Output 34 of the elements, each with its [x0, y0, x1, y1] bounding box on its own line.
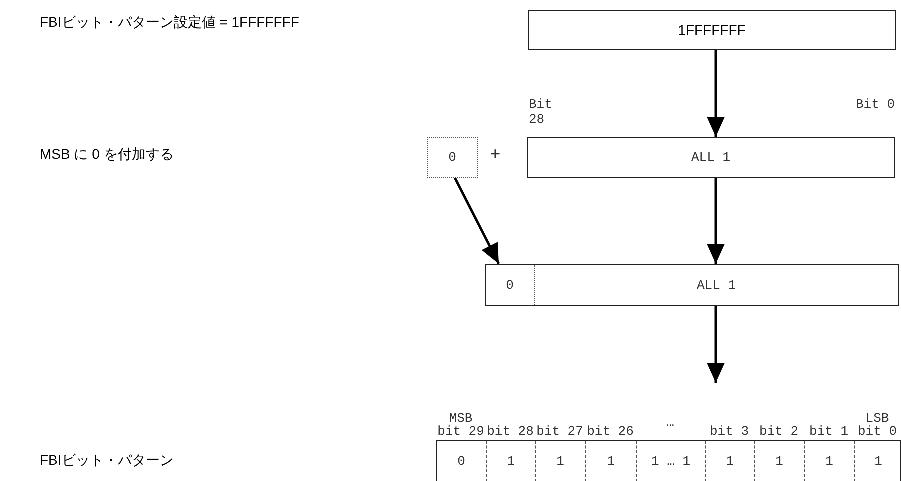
left-caption: FBIビット・パターン [40, 452, 174, 470]
column-header: bit 2 [758, 425, 800, 438]
table-cell: 1 [805, 441, 855, 481]
arrow [707, 50, 725, 137]
bit-cell: 0 [486, 265, 535, 305]
arrow [707, 306, 725, 383]
column-header: LSB bit 0 [856, 412, 898, 438]
column-header: bit 27 [536, 425, 584, 438]
left-caption: MSB に 0 を付加する [40, 146, 174, 164]
table-cell: 1 [586, 441, 637, 481]
arrow [707, 178, 725, 264]
arrow [454, 177, 500, 265]
plus-sign: + [490, 146, 501, 166]
register-box: ALL 1 [527, 137, 895, 178]
table-cell: 1 … 1 [637, 441, 706, 481]
table-cell: 1 [536, 441, 586, 481]
register-box [485, 264, 899, 306]
table-cell: 1 [706, 441, 755, 481]
table-cell: 1 [487, 441, 536, 481]
bit-label: Bit 0 [855, 97, 895, 112]
register-box: 1FFFFFFF [528, 10, 896, 50]
bit-label: Bit 28 [529, 97, 554, 127]
table-cell: 0 [437, 441, 487, 481]
column-header: … [666, 416, 676, 429]
column-header: MSB bit 29 [436, 412, 486, 438]
left-caption: FBIビット・パターン設定値 = 1FFFFFFF [40, 14, 300, 32]
column-header: bit 26 [586, 425, 635, 438]
value-cell-text: ALL 1 [696, 276, 737, 294]
bit-box: 0 [427, 137, 478, 178]
column-header: bit 28 [486, 425, 535, 438]
column-header: bit 1 [808, 425, 850, 438]
column-header: bit 3 [708, 425, 750, 438]
table-cell: 1 [755, 441, 805, 481]
table-cell-text: 1 [874, 453, 884, 471]
